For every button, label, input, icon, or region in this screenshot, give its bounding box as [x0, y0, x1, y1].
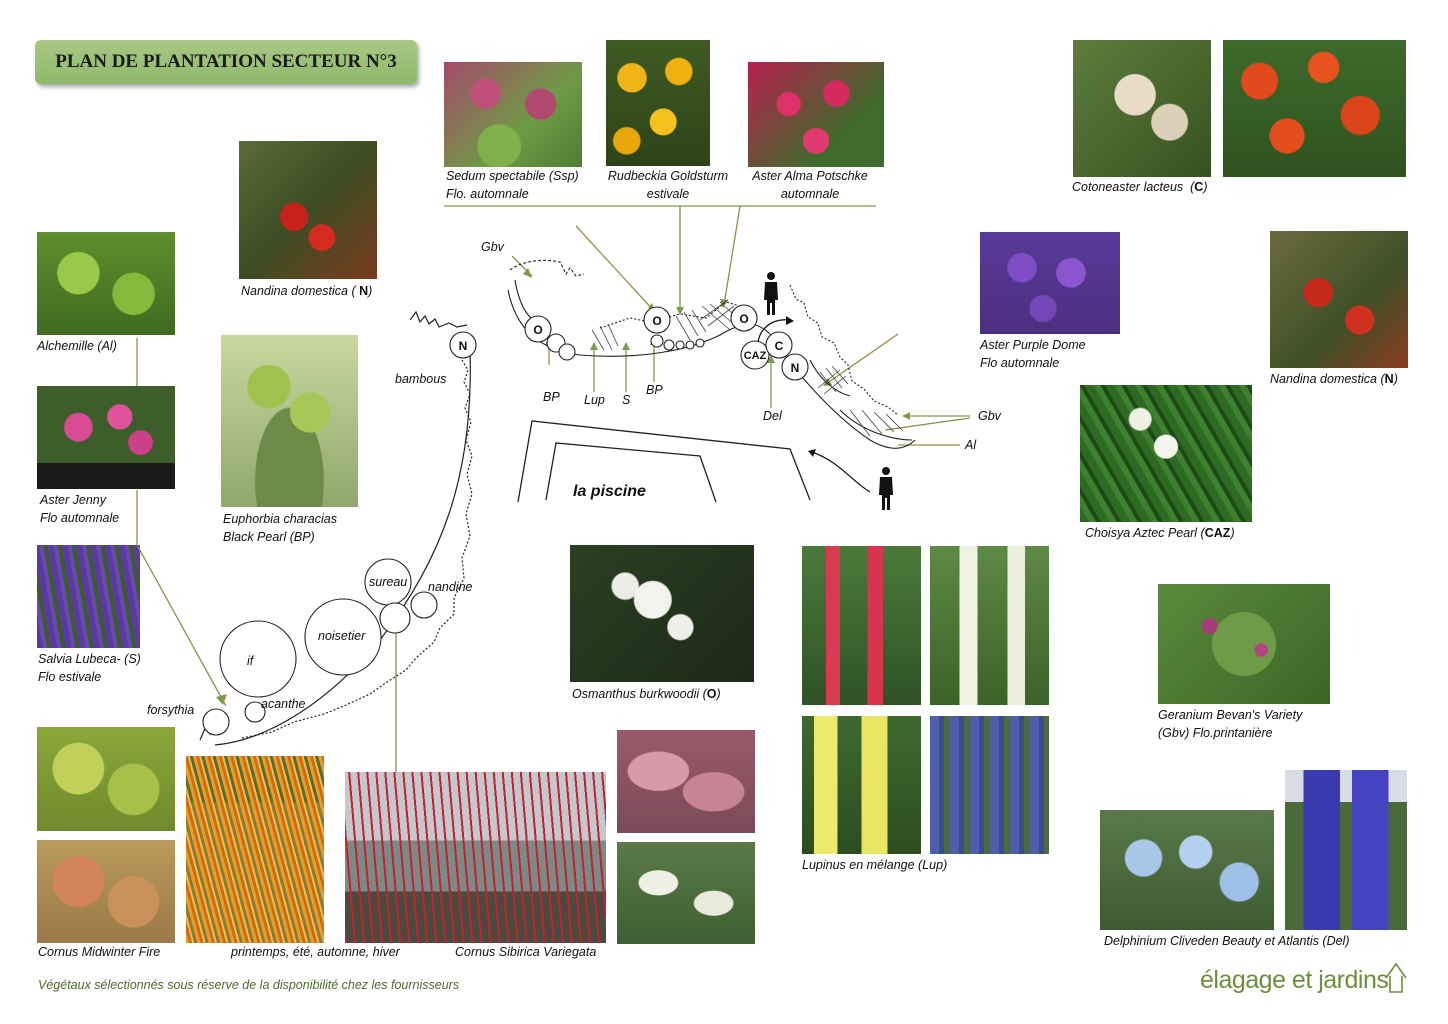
label-bp-1: BP	[543, 390, 560, 404]
sedum-caption: Sedum spectabile (Ssp)Flo. automnale	[446, 169, 579, 201]
label-if: if	[247, 654, 255, 668]
aster-jenny-photo	[37, 386, 175, 489]
company-logo: élagage et jardins	[1200, 958, 1415, 1008]
label-sureau: sureau	[369, 575, 407, 589]
nandina-right-caption: Nandina domestica (N)	[1270, 372, 1398, 386]
delphinium-caption: Delphinium Cliveden Beauty et Atlantis (…	[1104, 934, 1350, 948]
noisetier-circle	[304, 598, 382, 676]
if-circle	[219, 620, 297, 698]
aster-purple-photo	[980, 232, 1120, 334]
label-lup: Lup	[584, 393, 605, 407]
label-o-1: O	[533, 323, 542, 337]
cornus-sibirica-caption: Cornus Sibirica Variegata	[455, 945, 597, 959]
label-o-2: O	[652, 314, 661, 328]
label-noisetier: noisetier	[318, 629, 366, 643]
label-c: C	[775, 339, 784, 353]
choisya-photo	[1080, 385, 1252, 522]
label-al: Al	[964, 438, 977, 452]
label-bambous: bambous	[395, 372, 446, 386]
alchemille-caption: Alchemille (Al)	[37, 339, 117, 353]
delphinium-light-photo	[1100, 810, 1274, 930]
forsythia-circle	[202, 708, 230, 736]
cotoneaster-caption: Cotoneaster lacteus (C)	[1072, 180, 1208, 194]
geranium-photo	[1158, 584, 1330, 704]
label-forsythia: forsythia	[147, 703, 194, 717]
label-o-3: O	[739, 312, 748, 326]
label-del: Del	[763, 409, 783, 423]
label-gbv-left: Gbv	[481, 240, 505, 254]
cornus-foliage-green-photo	[37, 727, 175, 831]
logo-text: élagage et jardins	[1200, 966, 1389, 994]
cotoneaster-berry-photo	[1223, 40, 1406, 177]
house-icon	[1385, 962, 1407, 993]
seasons-caption: printemps, été, automne, hiver	[231, 945, 400, 959]
aster-alma-photo	[748, 62, 884, 167]
rudbeckia-photo	[606, 40, 710, 166]
cornus-midwinter-photo	[186, 756, 324, 943]
cornus-midwinter-caption: Cornus Midwinter Fire	[38, 945, 161, 959]
choisya-caption: Choisya Aztec Pearl (CAZ)	[1085, 526, 1235, 540]
cornus-sibirica-photo	[345, 772, 606, 943]
label-n-right: N	[791, 361, 800, 375]
salvia-caption: Salvia Lubeca- (S)Flo estivale	[38, 652, 141, 684]
acanthe-circle	[244, 701, 266, 723]
lupinus-yellow-photo	[802, 716, 921, 854]
label-nandine: nandine	[428, 580, 473, 594]
label-n-left: N	[459, 339, 468, 353]
euphorbia-photo	[221, 335, 358, 507]
lupinus-red-photo	[802, 546, 921, 705]
lupinus-white-photo	[930, 546, 1049, 705]
page-title: PLAN DE PLANTATION SECTEUR N°3	[35, 40, 417, 84]
availability-note: Végétaux sélectionnés sous réserve de la…	[38, 978, 460, 992]
delphinium-dark-photo	[1285, 770, 1407, 930]
cotoneaster-flower-photo	[1073, 40, 1211, 177]
label-bp-2: BP	[646, 383, 663, 397]
cornus-variegata-white-photo	[617, 842, 755, 944]
person-icons	[764, 272, 893, 510]
label-acanthe: acanthe	[261, 697, 306, 711]
nandina-left-caption: Nandina domestica ( N)	[241, 284, 373, 298]
pool-outline	[517, 420, 811, 503]
bed-curve	[214, 349, 471, 746]
osmanthus-photo	[570, 545, 754, 682]
lupinus-caption: Lupinus en mélange (Lup)	[802, 858, 948, 872]
label-pool: la piscine	[573, 483, 646, 500]
lupinus-blue-photo	[930, 716, 1049, 854]
nandina-plan-circle	[449, 331, 477, 359]
geranium-caption: Geranium Bevan's Variety(Gbv) Flo.printa…	[1158, 708, 1303, 740]
label-caz: CAZ	[744, 350, 767, 362]
nandina-right-photo	[1270, 231, 1408, 368]
alchemille-photo	[37, 232, 175, 335]
osmanthus-caption: Osmanthus burkwoodii (O)	[572, 687, 721, 701]
sedum-photo	[444, 62, 582, 167]
cornus-variegata-pink-photo	[617, 730, 755, 833]
label-gbv-right: Gbv	[978, 409, 1002, 423]
nandina-left-photo	[239, 141, 377, 279]
cornus-foliage-orange-photo	[37, 840, 175, 943]
label-s: S	[622, 393, 631, 407]
salvia-photo	[37, 545, 140, 648]
salvia-connector	[136, 490, 227, 707]
